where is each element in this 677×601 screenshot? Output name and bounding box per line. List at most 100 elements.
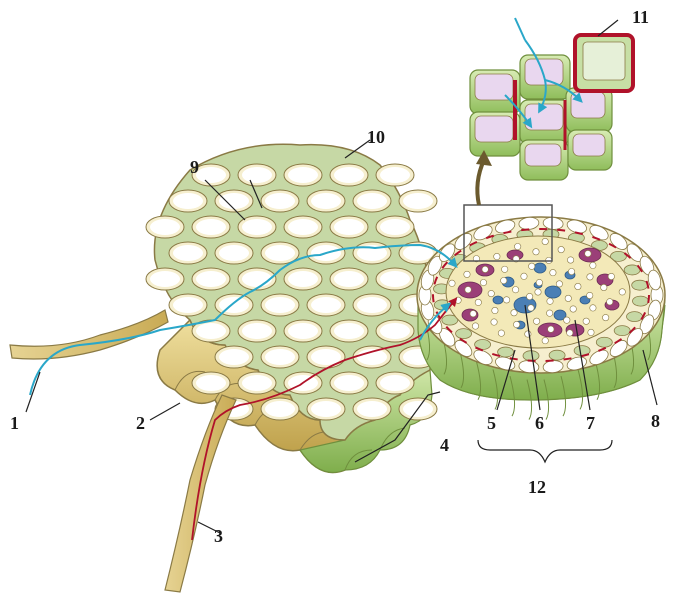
parenchyma-cell	[602, 314, 608, 320]
endodermis-cell	[633, 296, 649, 306]
cortex-cell-lumen	[196, 271, 226, 287]
cortex-cell-lumen	[196, 219, 226, 235]
parenchyma-cell	[472, 323, 478, 329]
callout-9: 9	[190, 158, 199, 176]
cortex-cell-lumen	[311, 193, 341, 209]
cortex-cell-lumen	[150, 271, 180, 287]
cortex-cell-lumen	[311, 401, 341, 417]
callout-11: 11	[632, 8, 649, 26]
inset-arrow	[477, 160, 484, 205]
cortex-cell-lumen	[242, 375, 272, 391]
root-hair-bottom	[165, 395, 236, 592]
callout-8: 8	[651, 412, 660, 430]
cortex-cell-lumen	[219, 245, 249, 261]
inset-cell-top	[525, 144, 561, 166]
cortex-cell-lumen	[380, 271, 410, 287]
parenchyma-cell	[535, 289, 541, 295]
parenchyma-cell	[619, 289, 625, 295]
parenchyma-cell	[503, 297, 509, 303]
parenchyma-cell	[536, 279, 542, 285]
cortex-cell-lumen	[196, 323, 226, 339]
parenchyma-cell	[585, 250, 591, 256]
cortex-cell-lumen	[288, 219, 318, 235]
parenchyma-cell	[590, 262, 596, 268]
endodermis-cell	[456, 329, 472, 339]
callout-4: 4	[440, 436, 449, 454]
parenchyma-cell	[590, 305, 596, 311]
stele-block	[417, 216, 665, 419]
cortex-cell-lumen	[403, 193, 433, 209]
callout-1: 1	[10, 414, 19, 432]
parenchyma-cell	[565, 295, 571, 301]
endodermis-cell	[549, 350, 565, 360]
parenchyma-cell	[556, 281, 562, 287]
parenchyma-cell	[449, 280, 455, 286]
parenchyma-cell	[583, 318, 589, 324]
parenchyma-cell	[533, 318, 539, 324]
cortex-cell-lumen	[380, 323, 410, 339]
parenchyma-cell	[464, 271, 470, 277]
parenchyma-cell	[601, 284, 607, 290]
cortex-cell-lumen	[334, 323, 364, 339]
parenchyma-cell	[475, 299, 481, 305]
cortex-cell-lumen	[173, 245, 203, 261]
parenchyma-cell	[514, 243, 520, 249]
inset-cell-top	[525, 104, 563, 130]
cortex-cell-lumen	[334, 271, 364, 287]
callout-12: 12	[528, 478, 546, 496]
xylem-vessel	[534, 263, 546, 273]
parenchyma-cell	[564, 317, 570, 323]
callout-6: 6	[535, 414, 544, 432]
cortex-cell-lumen	[288, 271, 318, 287]
parenchyma-cell	[492, 307, 498, 313]
cortex-cell-lumen	[357, 193, 387, 209]
cortex-cell-lumen	[311, 297, 341, 313]
endodermis-cell	[498, 347, 514, 357]
cortex-cell-lumen	[265, 401, 295, 417]
parenchyma-cell	[542, 337, 548, 343]
parenchyma-cell	[568, 268, 574, 274]
cortex-cell-lumen	[380, 167, 410, 183]
cortex-cell-lumen	[173, 297, 203, 313]
parenchyma-cell	[587, 274, 593, 280]
parenchyma-cell	[498, 330, 504, 336]
parenchyma-cell	[513, 321, 519, 327]
parenchyma-cell	[488, 290, 494, 296]
parenchyma-cell	[470, 311, 476, 317]
cortex-cell-lumen	[242, 271, 272, 287]
parenchyma-cell	[521, 273, 527, 279]
callout-3: 3	[214, 527, 223, 545]
parenchyma-cell	[542, 238, 548, 244]
endodermis-cell	[627, 312, 643, 322]
cortex-cell-lumen	[357, 297, 387, 313]
parenchyma-cell	[525, 331, 531, 337]
cortex-cell-lumen	[196, 375, 226, 391]
callout-10: 10	[367, 128, 385, 146]
cortex-block	[146, 144, 437, 472]
cortex-cell-lumen	[219, 349, 249, 365]
cortex-cell-lumen	[357, 401, 387, 417]
cortex-cell-lumen	[219, 193, 249, 209]
xylem-vessel	[545, 286, 561, 298]
cortex-cell-lumen	[242, 219, 272, 235]
parenchyma-cell	[587, 292, 593, 298]
cortex-cell-lumen	[380, 375, 410, 391]
parenchyma-cell	[608, 273, 614, 279]
parenchyma-cell	[533, 249, 539, 255]
endodermis-cell	[632, 280, 648, 290]
callout-2: 2	[136, 414, 145, 432]
cortex-cell-lumen	[288, 323, 318, 339]
parenchyma-cell	[548, 326, 554, 332]
cortex-cell-lumen	[334, 375, 364, 391]
parenchyma-cell	[526, 293, 532, 299]
parenchyma-cell	[528, 305, 534, 311]
parenchyma-cell	[550, 269, 556, 275]
cortex-cell-lumen	[288, 167, 318, 183]
parenchyma-cell	[511, 310, 517, 316]
parenchyma-cell	[588, 329, 594, 335]
parenchyma-cell	[494, 253, 500, 259]
parenchyma-cell	[501, 277, 507, 283]
parenchyma-cell	[529, 263, 535, 269]
cortex-cell-lumen	[265, 297, 295, 313]
